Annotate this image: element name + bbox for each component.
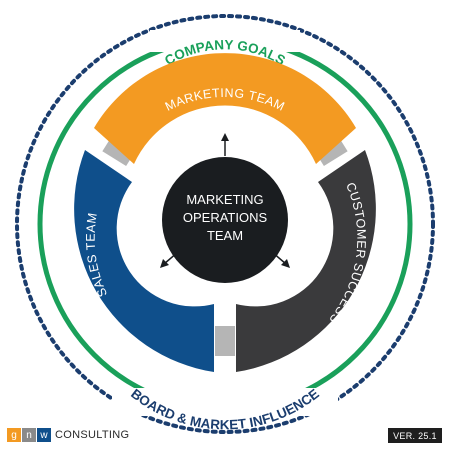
marketing-operations-hub [162,157,288,283]
center-label-line3: TEAM [207,228,243,243]
connector-right [314,135,348,167]
center-label-line1: MARKETING [186,192,263,207]
center-label-line2: OPERATIONS [183,210,268,225]
bottom-label-gap [112,388,338,416]
arrow-down-right-icon [271,251,290,268]
customer-success-segment [236,150,376,372]
logo-letter-g: g [7,428,21,442]
logo-wordmark: CONSULTING [55,429,130,441]
logo-letter-w: w [37,428,51,442]
sales-team-segment [74,150,214,372]
logo-letter-n: n [22,428,36,442]
outer-dotted-ring [15,14,435,434]
marketing-team-segment [94,53,356,165]
arrow-down-left-icon [160,251,179,268]
top-label-gap [150,30,300,52]
connector-bottom [215,326,235,356]
connector-left [102,135,136,167]
arrow-up-icon [221,133,229,156]
version-badge: VER. 25.1 [388,428,442,443]
gnw-consulting-logo: g n w CONSULTING [7,427,129,443]
